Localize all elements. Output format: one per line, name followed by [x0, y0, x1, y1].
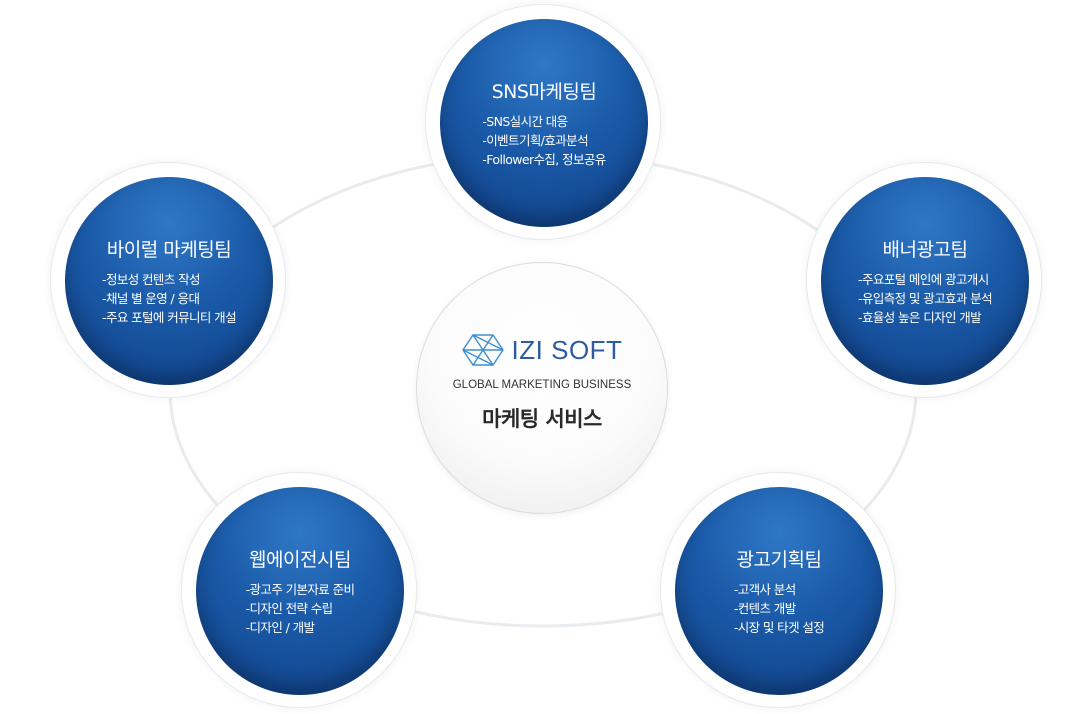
- team-title: SNS마케팅팀: [491, 81, 597, 103]
- duty-item: -주요포털 메인에 광고개시: [858, 272, 989, 287]
- team-title: 웹에이전시팀: [249, 549, 351, 571]
- duty-item: -정보성 컨텐츠 작성: [102, 272, 200, 287]
- duty-item: -유입측정 및 광고효과 분석: [858, 291, 993, 306]
- team-duties: -주요포털 메인에 광고개시 -유입측정 및 광고효과 분석 -효율성 높은 디…: [858, 270, 993, 327]
- duty-item: -디자인 전략 수립: [245, 601, 334, 616]
- team-disc: SNS마케팅팀 -SNS실시간 대응 -이벤트기획/효과분석 -Follower…: [440, 19, 648, 227]
- izisoft-logo: IZI SOFT: [417, 333, 667, 367]
- team-circle-planning: 광고기획팀 -고객사 분석 -컨텐츠 개발 -시장 및 타겟 설정: [660, 472, 896, 708]
- team-disc: 광고기획팀 -고객사 분석 -컨텐츠 개발 -시장 및 타겟 설정: [675, 487, 883, 695]
- team-disc: 바이럴 마케팅팀 -정보성 컨텐츠 작성 -채널 별 운영 / 응대 -주요 포…: [65, 177, 273, 385]
- team-circle-banner: 배너광고팀 -주요포털 메인에 광고개시 -유입측정 및 광고효과 분석 -효율…: [806, 162, 1042, 398]
- center-hub: IZI SOFT GLOBAL MARKETING BUSINESS 마케팅 서…: [416, 262, 668, 514]
- team-duties: -정보성 컨텐츠 작성 -채널 별 운영 / 응대 -주요 포털에 커뮤니티 개…: [102, 270, 237, 327]
- team-duties: -SNS실시간 대응 -이벤트기획/효과분석 -Follower수집, 정보공유: [482, 112, 606, 169]
- tagline: GLOBAL MARKETING BUSINESS: [452, 379, 632, 391]
- team-title: 배너광고팀: [882, 239, 968, 261]
- duty-item: -디자인 / 개발: [245, 620, 315, 635]
- team-duties: -고객사 분석 -컨텐츠 개발 -시장 및 타겟 설정: [733, 580, 825, 637]
- duty-item: -광고주 기본자료 준비: [245, 582, 355, 597]
- team-circle-webagency: 웹에이전시팀 -광고주 기본자료 준비 -디자인 전략 수립 -디자인 / 개발: [181, 472, 417, 708]
- duty-item: -주요 포털에 커뮤니티 개설: [102, 310, 237, 325]
- service-title: 마케팅 서비스: [482, 407, 602, 431]
- duty-item: -고객사 분석: [733, 582, 796, 597]
- duty-item: -SNS실시간 대응: [482, 114, 568, 129]
- team-disc: 배너광고팀 -주요포털 메인에 광고개시 -유입측정 및 광고효과 분석 -효율…: [821, 177, 1029, 385]
- duty-item: -시장 및 타겟 설정: [733, 620, 825, 635]
- team-circle-sns: SNS마케팅팀 -SNS실시간 대응 -이벤트기획/효과분석 -Follower…: [425, 4, 661, 240]
- hexagon-network-icon: [461, 334, 504, 366]
- duty-item: -Follower수집, 정보공유: [482, 152, 606, 167]
- team-disc: 웹에이전시팀 -광고주 기본자료 준비 -디자인 전략 수립 -디자인 / 개발: [196, 487, 404, 695]
- brand-name: IZI SOFT: [511, 334, 623, 365]
- duty-item: -이벤트기획/효과분석: [482, 133, 588, 148]
- team-title: 바이럴 마케팅팀: [106, 239, 232, 261]
- team-circle-viral: 바이럴 마케팅팀 -정보성 컨텐츠 작성 -채널 별 운영 / 응대 -주요 포…: [50, 162, 286, 398]
- team-duties: -광고주 기본자료 준비 -디자인 전략 수립 -디자인 / 개발: [246, 580, 355, 637]
- duty-item: -컨텐츠 개발: [733, 601, 796, 616]
- team-title: 광고기획팀: [736, 549, 822, 571]
- duty-item: -채널 별 운영 / 응대: [102, 291, 200, 306]
- duty-item: -효율성 높은 디자인 개발: [858, 310, 982, 325]
